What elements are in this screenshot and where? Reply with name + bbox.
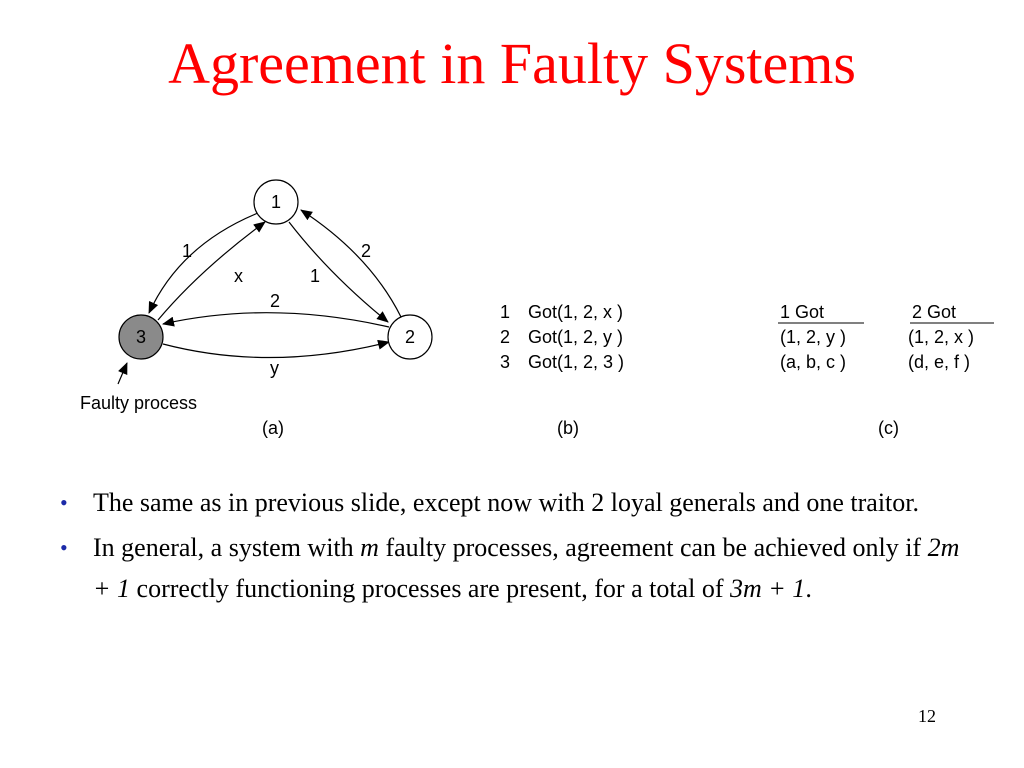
- c-col-1-row-1: (1, 2, y ): [780, 327, 846, 347]
- edge-3-to-2-bottom: [162, 339, 390, 359]
- b-row-2-text: Got(1, 2, y ): [528, 327, 623, 347]
- faulty-pointer: [117, 362, 128, 385]
- edge-label-3-2-bottom: y: [270, 358, 279, 378]
- caption-b: (b): [557, 418, 579, 438]
- diagram-c: 1 Got (1, 2, y ) (a, b, c ) 2 Got (1, 2,…: [778, 302, 994, 438]
- node-1: [253, 179, 299, 225]
- edge-1-to-2-inner: [288, 221, 389, 323]
- caption-a: (a): [262, 418, 284, 438]
- b-row-1-text: Got(1, 2, x ): [528, 302, 623, 322]
- edge-label-2-1-outer: 2: [361, 241, 371, 261]
- bullet-item-1: • The same as in previous slide, except …: [60, 482, 980, 523]
- edge-label-3-1-inner: x: [234, 266, 243, 286]
- b-row-1-num: 1: [500, 302, 510, 322]
- c-col-1-row-2: (a, b, c ): [780, 352, 846, 372]
- bullet-dot-icon: •: [60, 535, 68, 560]
- edge-2-to-3-top: [162, 312, 390, 328]
- caption-c: (c): [878, 418, 899, 438]
- b-row-2-num: 2: [500, 327, 510, 347]
- figure: 1 2 3 1 x 1 2 2 y Faulty process (a) 1 G…: [80, 179, 994, 438]
- bullet-1-text: The same as in previous slide, except no…: [93, 488, 919, 517]
- c-col-2-row-2: (d, e, f ): [908, 352, 970, 372]
- node-3: [118, 314, 164, 360]
- node-2: [387, 314, 433, 360]
- bullet-2-m: m: [360, 533, 379, 562]
- bullet-2-text-part3: correctly functioning processes are pres…: [130, 574, 730, 603]
- diagram-a: 1 2 3 1 x 1 2 2 y Faulty process (a): [80, 179, 433, 438]
- c-col-1-header: 1 Got: [780, 302, 824, 322]
- c-col-2-header: 2 Got: [912, 302, 956, 322]
- edge-3-to-1-inner: [157, 221, 266, 321]
- slide-title: Agreement in Faulty Systems: [168, 31, 856, 96]
- edge-2-to-1-outer: [300, 209, 402, 318]
- edge-label-1-2-inner: 1: [310, 266, 320, 286]
- bullet-2-text-part2: faulty processes, agreement can be achie…: [378, 533, 928, 562]
- page-number: 12: [918, 706, 936, 726]
- bullet-list: • The same as in previous slide, except …: [60, 482, 980, 613]
- faulty-caption: Faulty process: [80, 393, 197, 413]
- bullet-item-2: • In general, a system with m faulty pro…: [60, 527, 980, 609]
- c-col-2-row-1: (1, 2, x ): [908, 327, 974, 347]
- node-1-label: 1: [271, 192, 281, 212]
- edge-label-2-3-top: 2: [270, 291, 280, 311]
- b-row-3-num: 3: [500, 352, 510, 372]
- diagram-b: 1 Got(1, 2, x ) 2 Got(1, 2, y ) 3 Got(1,…: [500, 302, 624, 438]
- bullet-2-expr-2: 3m + 1: [729, 574, 806, 603]
- bullet-2-expr-1: 2m + 1: [93, 533, 960, 603]
- bullet-2-text-part1: In general, a system with: [93, 533, 361, 562]
- bullet-2-text-part4: .: [805, 574, 812, 603]
- b-row-3-text: Got(1, 2, 3 ): [528, 352, 624, 372]
- bullet-dot-icon: •: [60, 490, 68, 515]
- node-3-label: 3: [136, 327, 146, 347]
- node-2-label: 2: [405, 327, 415, 347]
- edge-3-to-1-outer: [148, 212, 259, 314]
- edge-label-3-1-outer: 1: [182, 241, 192, 261]
